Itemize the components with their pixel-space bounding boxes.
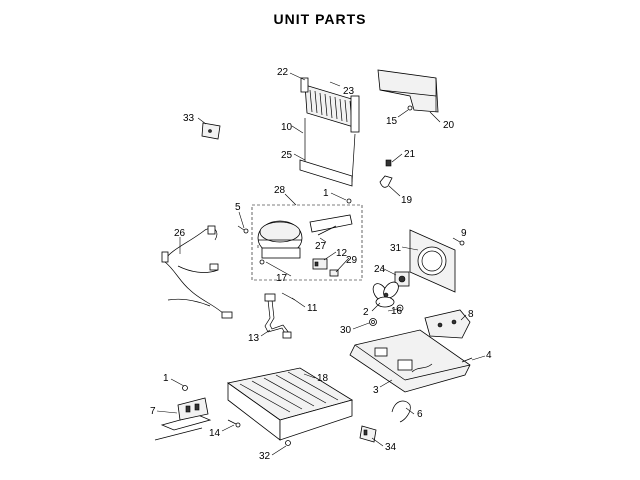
callout-6: 6 [417, 409, 423, 420]
compressor-group-outline [251, 204, 363, 281]
wire-harness [161, 225, 233, 319]
bracket-part-7 [154, 397, 212, 441]
callout-labels: 22 23 33 15 20 10 21 25 19 28 1 5 26 9 2… [150, 67, 492, 462]
overload-part-29 [329, 269, 339, 277]
leader-lines [156, 72, 486, 456]
connector-part-34 [359, 425, 377, 443]
drain-pan [227, 367, 353, 441]
callout-1a: 1 [323, 188, 329, 199]
screw-part-1a [346, 198, 352, 204]
bushing-part-16 [396, 304, 404, 312]
screw-part-15 [407, 105, 413, 111]
callout-21: 21 [404, 149, 416, 160]
callout-30: 30 [340, 325, 352, 336]
callout-7: 7 [150, 406, 156, 417]
wire-part-6 [391, 400, 411, 423]
callout-32: 32 [259, 451, 271, 462]
callout-1b: 1 [163, 373, 169, 384]
callout-18: 18 [317, 373, 329, 384]
callout-19: 19 [401, 195, 413, 206]
callout-5: 5 [235, 202, 241, 213]
screw-part-17 [259, 259, 265, 265]
bolt-part-27 [317, 225, 337, 236]
relay-part-12 [312, 258, 328, 270]
clip-part-19 [379, 159, 393, 188]
callout-34: 34 [385, 442, 397, 453]
callout-28: 28 [274, 185, 286, 196]
callout-27: 27 [315, 241, 327, 252]
callout-2: 2 [363, 307, 369, 318]
callout-11: 11 [307, 303, 318, 314]
condenser-shroud [377, 69, 439, 113]
callout-25: 25 [281, 150, 293, 161]
fan-shroud [409, 229, 456, 293]
screw-part-5 [237, 225, 249, 234]
callout-17: 17 [276, 273, 288, 284]
fan-motor [394, 271, 410, 287]
callout-12: 12 [336, 248, 348, 259]
callout-26: 26 [174, 228, 186, 239]
callout-24: 24 [374, 264, 386, 275]
callout-14: 14 [209, 428, 221, 439]
callout-13: 13 [248, 333, 260, 344]
callout-20: 20 [443, 120, 455, 131]
plate-part-33 [201, 122, 221, 140]
condenser-coil [300, 77, 360, 133]
drain-tube [264, 293, 292, 339]
callout-15: 15 [386, 116, 398, 127]
screw-part-9 [452, 237, 465, 246]
fan-blade [372, 281, 399, 308]
condenser-bracket [299, 118, 356, 187]
callout-16: 16 [391, 306, 403, 317]
callout-3: 3 [373, 385, 379, 396]
callout-9: 9 [461, 228, 467, 239]
callout-29: 29 [346, 255, 358, 266]
screw-part-4 [461, 357, 473, 363]
screw-part-32 [285, 440, 291, 446]
bracket-part-8 [424, 309, 471, 339]
screw-part-1b [182, 385, 188, 391]
callout-10: 10 [281, 122, 293, 133]
callout-33: 33 [183, 113, 195, 124]
washer-part-30 [369, 318, 377, 326]
callout-23: 23 [343, 86, 355, 97]
screw-part-14 [227, 419, 241, 428]
base-tray [349, 329, 471, 393]
callout-8: 8 [468, 309, 474, 320]
callout-31: 31 [390, 243, 402, 254]
compressor [257, 214, 353, 259]
page-title: UNIT PARTS [274, 11, 367, 27]
callout-22: 22 [277, 67, 289, 78]
callout-4: 4 [486, 350, 492, 361]
